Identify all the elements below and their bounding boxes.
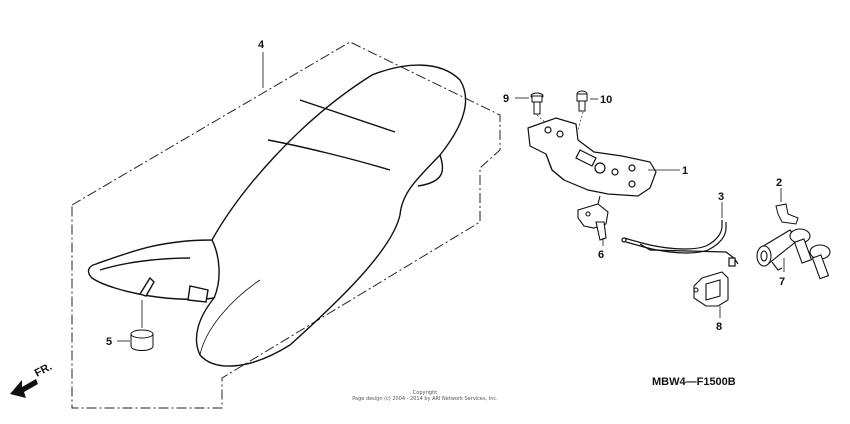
seat-group-frame xyxy=(71,41,501,409)
seat-lock-cable xyxy=(621,220,739,267)
callout-9: 9 xyxy=(503,93,509,105)
callout-8: 8 xyxy=(716,321,722,333)
seat-lock-bracket xyxy=(527,117,657,197)
copyright-line: Copyright xyxy=(412,390,438,396)
bolt-10 xyxy=(576,90,588,112)
callout-3: 3 xyxy=(718,191,724,203)
bolt-9 xyxy=(530,92,544,115)
bolt-10-guide xyxy=(577,111,584,131)
callout-5: 5 xyxy=(106,336,112,348)
callout-4: 4 xyxy=(258,39,265,51)
front-direction-arrow-icon xyxy=(10,379,38,398)
ignition-keys-icon xyxy=(789,228,831,280)
seat-lock-cylinder xyxy=(756,229,799,271)
callout-1: 1 xyxy=(682,165,688,177)
callout-7: 7 xyxy=(779,276,785,288)
copyright-notice: Page design (c) 2004 - 2014 by ARI Netwo… xyxy=(352,396,498,402)
callout-10: 10 xyxy=(600,94,612,106)
callout-2: 2 xyxy=(776,177,782,189)
diagram-code: MBW4—F1500B xyxy=(652,376,736,388)
seat-latch xyxy=(577,195,609,241)
seat xyxy=(87,64,467,367)
seat-damper-rubber xyxy=(130,329,154,351)
cable-clip xyxy=(693,271,729,307)
lock-clip xyxy=(775,203,799,225)
callout-6: 6 xyxy=(598,249,604,261)
front-label: FR. xyxy=(33,361,54,380)
